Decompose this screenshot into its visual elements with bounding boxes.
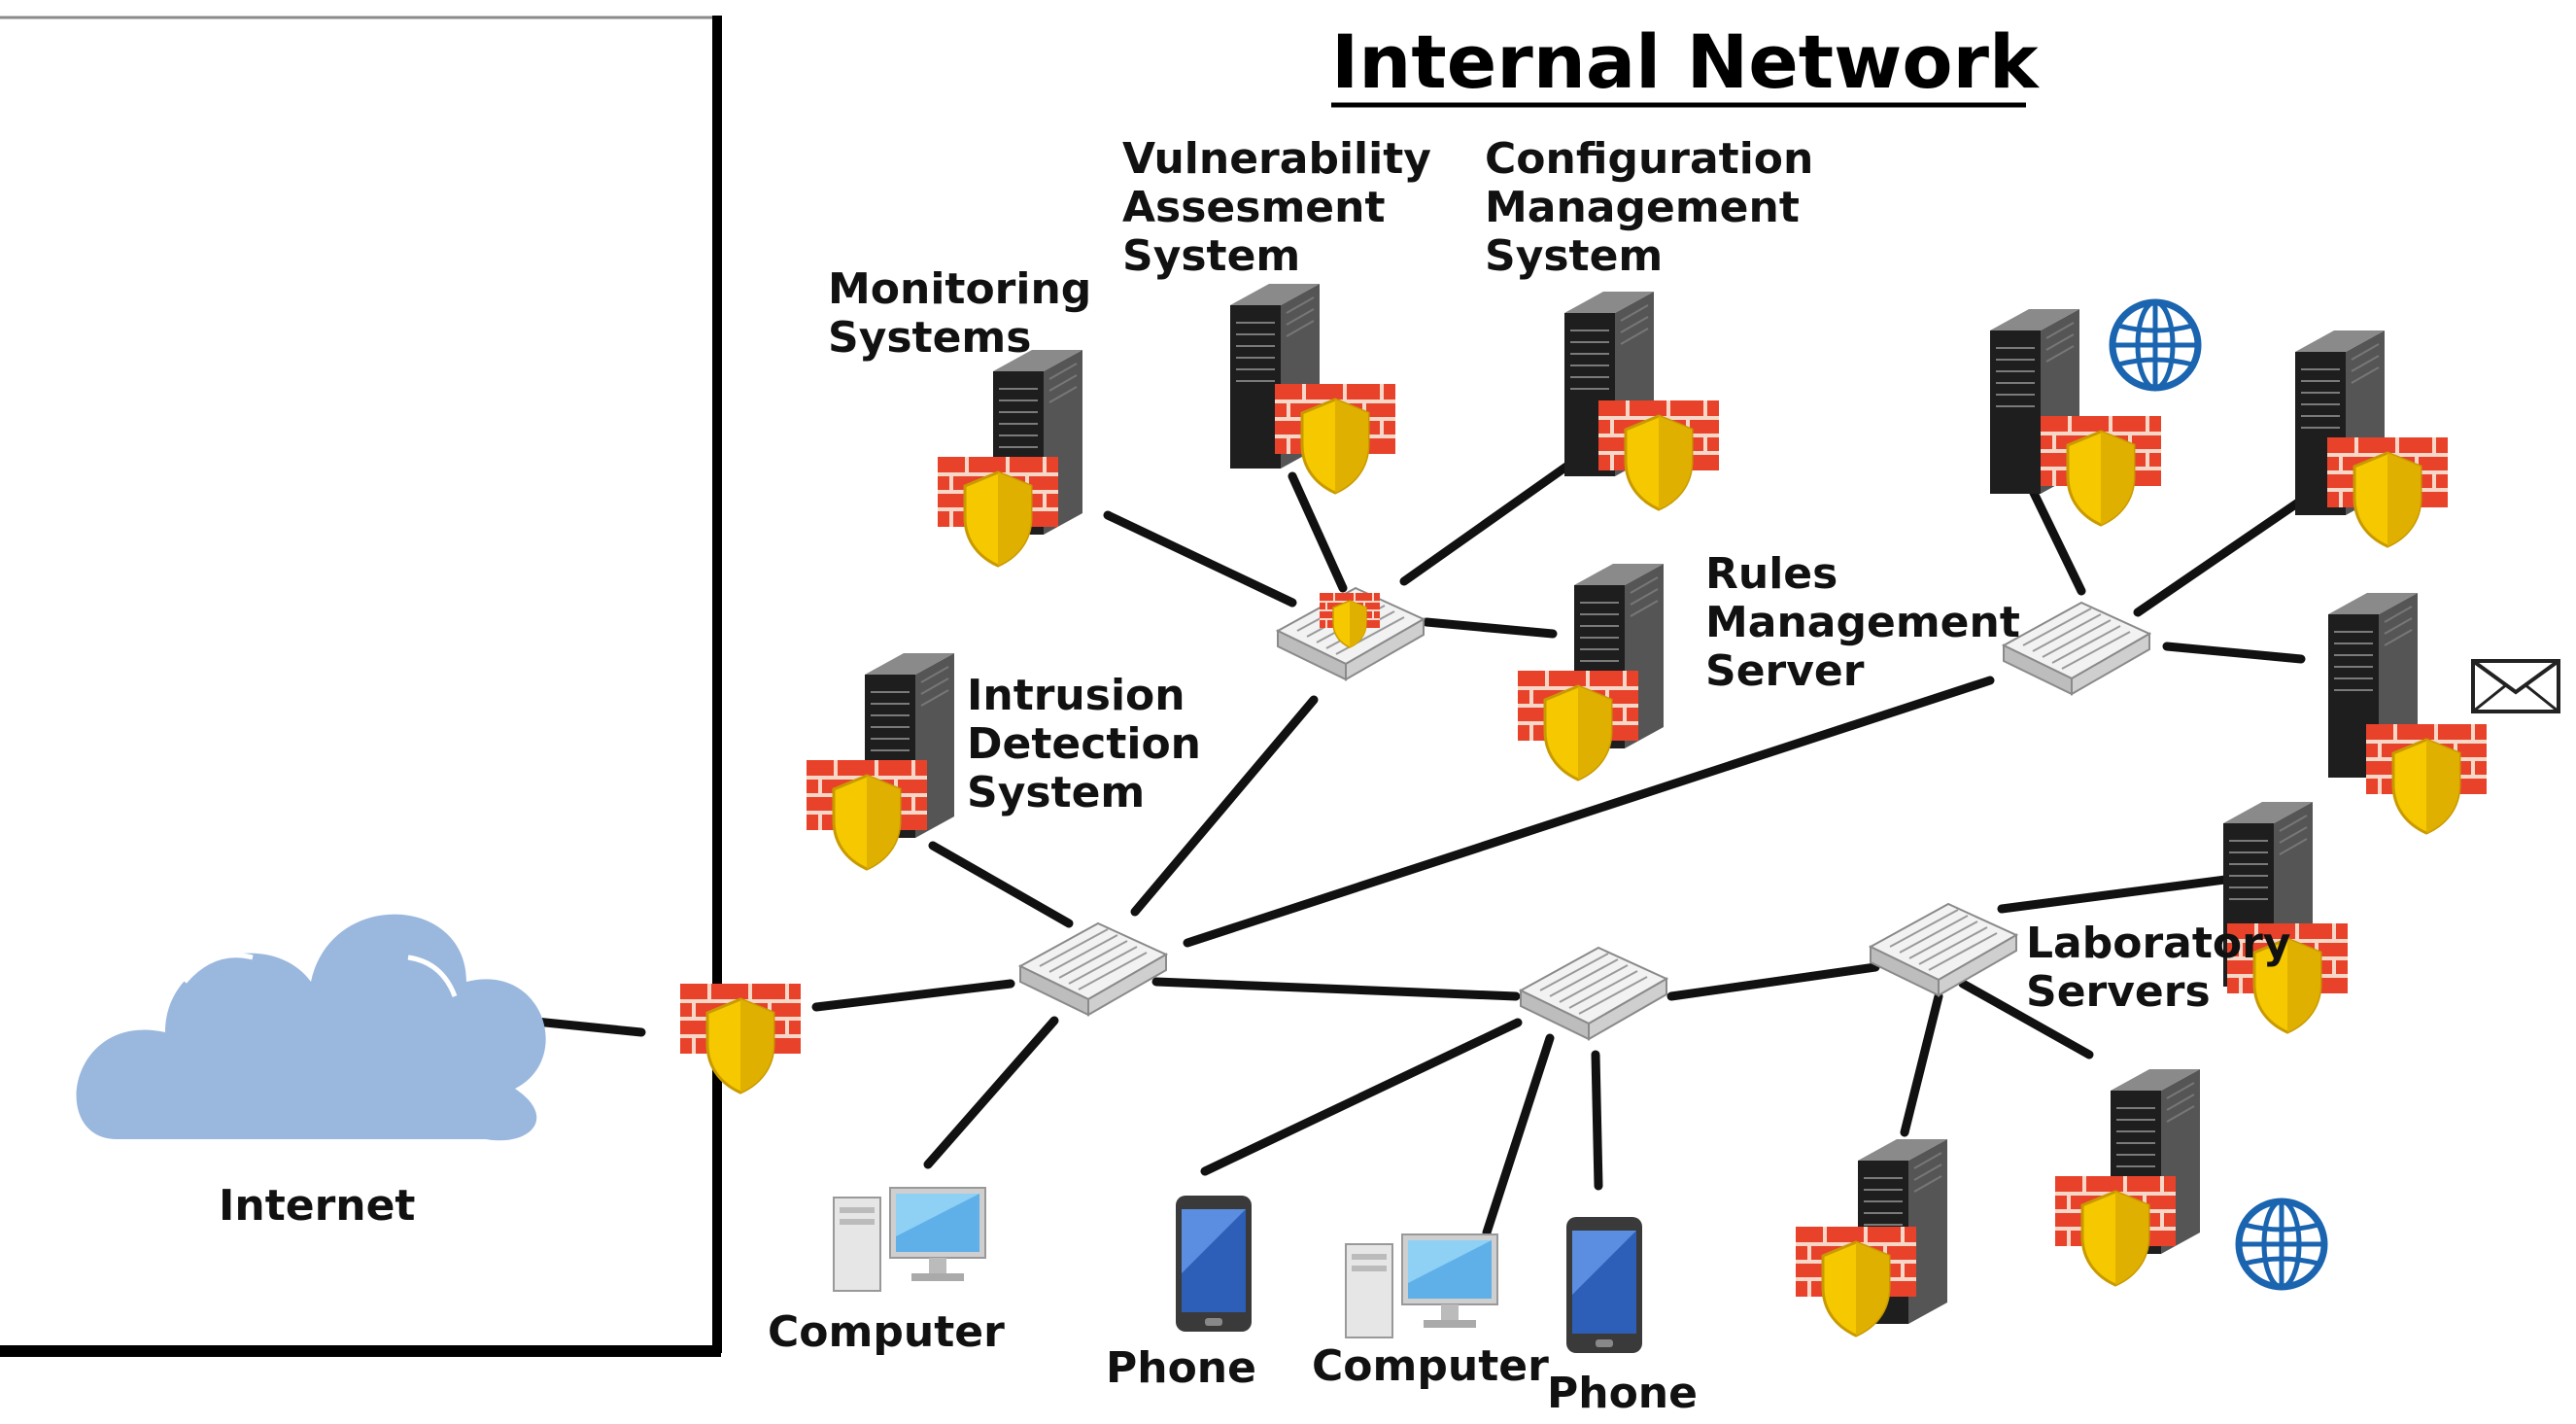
firewall-shield-icon — [2039, 414, 2163, 527]
link-switch-lab-server-bottom-right — [1958, 979, 2094, 1059]
smartphone-icon — [1566, 1217, 1642, 1353]
intrusion-label: Intrusion Detection System — [967, 671, 1216, 817]
firewall-shield-icon — [936, 455, 1060, 568]
computer-left-label: Computer — [768, 1307, 1005, 1357]
link-config-switch-top — [1399, 462, 1571, 586]
network-boundary — [0, 16, 722, 1357]
network-links — [502, 462, 2306, 1237]
link-switch-right-server-mail — [2162, 642, 2306, 664]
link-switch-main-switch-right — [1183, 676, 1995, 948]
cloud-icon — [76, 914, 546, 1141]
firewall-shield-icon — [1597, 399, 1721, 511]
firewall-shield-icon — [2053, 1174, 2178, 1287]
phone-left-label: Phone — [1106, 1343, 1256, 1393]
link-switch-main-computer — [923, 1016, 1059, 1169]
link-monitoring-switch-top — [1103, 510, 1297, 608]
link-switch-main-switch-bottom — [1151, 977, 1521, 1001]
link-switch-lab-lab-server — [1997, 875, 2230, 914]
network-switch-icon — [1870, 903, 2017, 996]
globe-icon — [2239, 1201, 2324, 1287]
link-switch-bottom-computer-right — [1482, 1033, 1555, 1237]
title-group: Internal Network — [1331, 18, 2040, 108]
firewall-shield-icon — [2364, 722, 2489, 835]
laboratory-label: Laboratory Servers — [2026, 919, 2306, 1017]
link-vuln-switch-top — [1288, 471, 1348, 593]
link-switch-main-switch-top — [1130, 695, 1319, 917]
diagram-title: Internal Network — [1331, 18, 2040, 105]
firewall-shield-icon — [678, 982, 803, 1094]
vulnerability-label: Vulnerability Assesment System — [1122, 134, 1446, 281]
network-switch-icon — [1520, 947, 1667, 1040]
link-switch-bottom-phone-left — [1200, 1018, 1523, 1176]
configuration-label: Configuration Management System — [1485, 134, 1829, 281]
firewall-shield-icon — [1516, 669, 1640, 781]
link-switch-bottom-phone-right — [1591, 1050, 1603, 1191]
network-switch-icon — [1019, 922, 1167, 1016]
link-switch-right-server-globe — [2028, 486, 2086, 596]
desktop-computer-icon — [1345, 1233, 1498, 1338]
computer-right-label: Computer — [1312, 1341, 1549, 1391]
firewall-shield-icon — [805, 758, 929, 871]
smartphone-icon — [1176, 1196, 1252, 1332]
firewall-shield-icon — [2325, 435, 2450, 548]
link-firewall-switch-main — [811, 979, 1015, 1012]
globe-icon — [2112, 302, 2198, 388]
phone-right-label: Phone — [1547, 1369, 1698, 1418]
desktop-computer-icon — [833, 1187, 986, 1292]
link-switch-bottom-switch-lab — [1666, 962, 1880, 1001]
internet-label: Internet — [219, 1181, 415, 1231]
rules-label: Rules Management Server — [1705, 549, 2035, 696]
link-switch-top-rules — [1422, 617, 1558, 639]
link-switch-right-server-top — [2133, 496, 2306, 617]
link-ids-switch-main — [928, 841, 1074, 928]
envelope-icon — [2471, 659, 2560, 713]
link-switch-lab-server-bottom-left — [1900, 991, 1943, 1137]
monitoring-label: Monitoring Systems — [828, 264, 1107, 363]
